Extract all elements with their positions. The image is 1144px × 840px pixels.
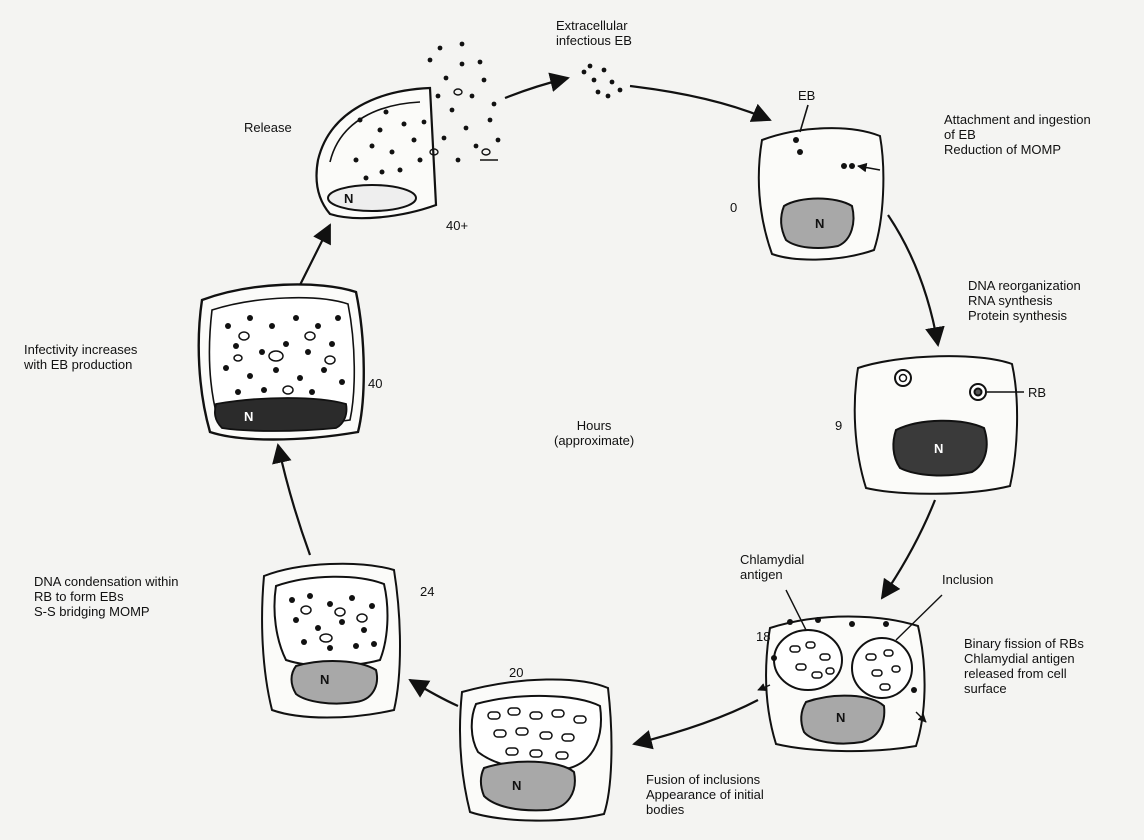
release-nucleus	[328, 185, 416, 211]
stage-number-40-plus: 40+	[446, 218, 468, 233]
arrow-0-to-9	[888, 215, 938, 345]
nucleus-20h	[481, 762, 575, 811]
stage-number-0: 0	[730, 200, 737, 215]
label-eb-pointer: EB	[798, 88, 815, 103]
inclusion-left	[774, 630, 842, 690]
arrow-20-to-24	[410, 680, 458, 706]
nucleus-label-9h: N	[934, 441, 943, 456]
nucleus-label-24h: N	[320, 672, 329, 687]
nucleus-label-0h: N	[815, 216, 824, 231]
cell-0h	[759, 105, 884, 260]
cell-9h	[855, 356, 1024, 494]
stage-number-9: 9	[835, 418, 842, 433]
stage-number-18: 18	[756, 629, 770, 644]
stage-number-24: 24	[420, 584, 434, 599]
cell-24h	[262, 564, 400, 718]
stage-number-40: 40	[368, 376, 382, 391]
label-chlamydial-antigen: Chlamydial antigen	[740, 552, 804, 582]
arrow-extracellular-to-attachment	[630, 86, 770, 120]
label-extracellular-eb: Extracellular infectious EB	[556, 18, 632, 48]
stage-number-20: 20	[509, 665, 523, 680]
label-attachment: Attachment and ingestion of EB Reduction…	[944, 112, 1091, 157]
label-release: Release	[244, 120, 292, 135]
nucleus-label-40h: N	[244, 409, 253, 424]
cell-18h	[758, 590, 942, 751]
label-dna-condensation: DNA condensation within RB to form EBs S…	[34, 574, 179, 619]
extracellular-eb-cluster	[582, 64, 623, 99]
label-dna-reorganization: DNA reorganization RNA synthesis Protein…	[968, 278, 1081, 323]
arrow-18-to-20	[634, 700, 758, 744]
label-rb-pointer: RB	[1028, 385, 1046, 400]
nucleus-label-18h: N	[836, 710, 845, 725]
label-hours: Hours (approximate)	[554, 418, 634, 448]
cell-20h	[460, 679, 611, 820]
nucleus-label-20h: N	[512, 778, 521, 793]
label-fusion: Fusion of inclusions Appearance of initi…	[646, 772, 764, 817]
inclusion-20h	[472, 696, 601, 770]
nucleus-24h	[292, 661, 378, 704]
inclusion-right	[852, 638, 912, 698]
label-inclusion: Inclusion	[942, 572, 993, 587]
label-binary-fission: Binary fission of RBs Chlamydial antigen…	[964, 636, 1084, 696]
nucleus-40h	[215, 398, 347, 431]
cell-40h	[199, 284, 364, 439]
arrow-24-to-40	[278, 445, 310, 555]
arrow-40-to-release	[300, 225, 330, 285]
nucleus-label-release: N	[344, 191, 353, 206]
arrow-9-to-18	[882, 500, 935, 598]
inclusion-24h	[274, 577, 387, 666]
label-infectivity: Infectivity increases with EB production	[24, 342, 137, 372]
arrow-release-to-extracellular	[505, 78, 568, 98]
